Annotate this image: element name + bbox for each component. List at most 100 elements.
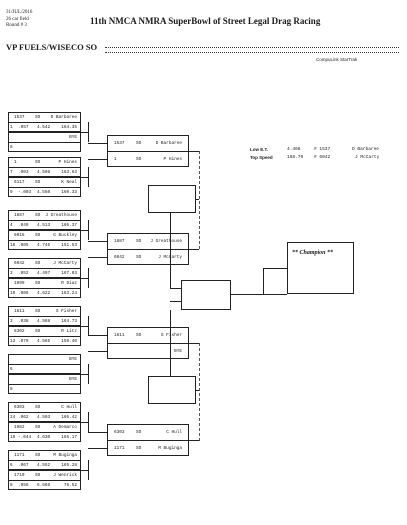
bracket-line: [189, 440, 199, 441]
driver-name: K Neal: [61, 180, 77, 185]
bracket-line: [88, 167, 89, 187]
elapsed-time: 4.513: [37, 223, 51, 228]
car-class: SO: [35, 425, 41, 430]
speed-mph: 160.33: [61, 190, 77, 195]
elapsed-time: 4.565: [37, 339, 51, 344]
speed-mph: 151.53: [61, 243, 77, 248]
reaction-time: .052: [18, 271, 29, 276]
bracket-line: [81, 422, 89, 423]
reaction-time: -.044: [18, 435, 32, 440]
elapsed-time: 6.668: [37, 483, 51, 488]
speed-mph: 159.40: [61, 339, 77, 344]
car-number: 6015: [14, 233, 25, 238]
elapsed-time: 4.745: [37, 243, 51, 248]
bracket-line: [231, 294, 287, 295]
top-speed-value: 168.70: [287, 155, 304, 160]
final-box: [181, 280, 231, 310]
top-speed-driver: J McCarty: [355, 155, 380, 160]
bracket-line: [170, 288, 181, 289]
driver-name: P Hines: [58, 160, 77, 165]
lane-number: 8: [10, 387, 13, 392]
car-class: SO: [35, 453, 41, 458]
lane-number: 8: [10, 145, 13, 150]
bracket-line: [88, 460, 89, 480]
lane-number: 19: [10, 435, 16, 440]
car-number: 1171: [114, 446, 125, 451]
bracket-line: [88, 257, 107, 258]
bracket-line: [81, 326, 89, 327]
entry-car-row: BYE: [9, 355, 80, 365]
driver-name: D Barbaree: [50, 115, 77, 120]
reaction-time: .057: [18, 125, 29, 130]
speed-mph: 76.52: [63, 483, 77, 488]
car-class: SO: [136, 333, 142, 338]
car-class: SO: [35, 261, 41, 266]
car-number: 1982: [14, 425, 25, 430]
low-et-value: 4.468: [287, 147, 301, 152]
bracket-line: [88, 143, 107, 144]
bracket-line: [170, 213, 171, 288]
lane-number: 9: [10, 190, 13, 195]
car-class: SO: [35, 180, 41, 185]
car-class: SO: [35, 160, 41, 165]
elapsed-time: 4.568: [37, 319, 51, 324]
semifinal-box-2: [148, 376, 196, 404]
round-number: Round # 3: [6, 23, 27, 28]
car-class: SO: [136, 239, 142, 244]
entry-time-row: 6: [9, 365, 80, 374]
bracket-line: [88, 364, 89, 384]
bracket-line: [88, 159, 107, 160]
bracket-line: [81, 374, 89, 375]
driver-name: BYE: [69, 377, 77, 382]
car-class: SO: [136, 446, 142, 451]
driver-name: G Buckley: [53, 233, 77, 238]
car-number: 6042: [114, 255, 125, 260]
lane-number: 6: [10, 463, 13, 468]
bracket-line: [189, 343, 199, 344]
driver-name: J McCarty: [53, 261, 77, 266]
field-size: 26 car field: [6, 17, 29, 22]
car-class: SO: [35, 405, 41, 410]
elapsed-time: 4.508: [37, 170, 51, 175]
bracket-line: [170, 310, 171, 376]
reaction-time: .056: [18, 483, 29, 488]
reaction-time: .062: [18, 415, 29, 420]
low-et-label: Low E.T.: [250, 147, 268, 152]
entry-box: BYE 8: [8, 374, 81, 394]
bracket-dashed-line: [199, 151, 200, 249]
bracket-line: [189, 249, 199, 250]
car-number: 1537: [114, 141, 125, 146]
speed-mph: 163.24: [61, 291, 77, 296]
class-name: VP FUELS/WISECO SO: [6, 42, 98, 52]
car-class: SO: [35, 115, 41, 120]
driver-name: BYE: [69, 135, 77, 140]
driver-name: P Hines: [163, 157, 182, 162]
bracket-line: [88, 316, 89, 336]
elapsed-time: 4.542: [37, 125, 51, 130]
lane-number: 7: [10, 170, 13, 175]
elapsed-time: 4.550: [37, 190, 51, 195]
elapsed-time: 4.503: [37, 415, 51, 420]
champion-label: ** Champion **: [292, 250, 334, 256]
car-class: SO: [35, 281, 41, 286]
